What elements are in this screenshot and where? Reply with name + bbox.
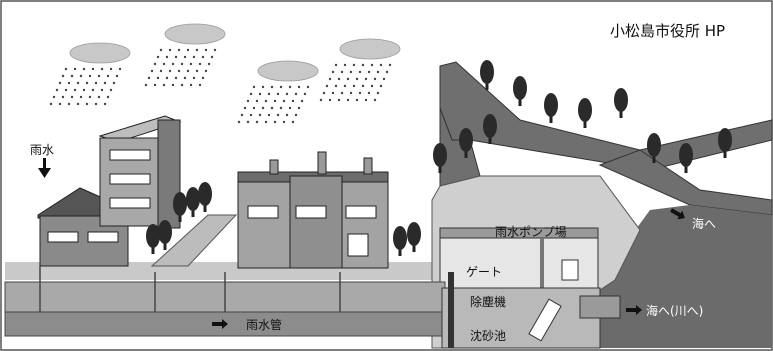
rain-icon [49, 48, 392, 124]
factory [237, 151, 389, 269]
pump-divider [540, 238, 544, 288]
to-sea-river-label: 海へ(川へ) [646, 303, 703, 318]
house [37, 187, 131, 267]
pipe-joints [39, 266, 341, 312]
arrow-down-icon [38, 158, 51, 178]
road-network [439, 61, 773, 216]
gate-label: ゲート [466, 265, 502, 279]
pump-machine [561, 259, 579, 281]
dust-remover-machine [528, 298, 562, 342]
apartment-building [98, 115, 182, 229]
pump-station-roof [439, 227, 599, 239]
pump-station-label: 雨水ポンプ場 [495, 225, 567, 239]
cloud-icon [69, 23, 401, 82]
outfall-pipe [579, 295, 621, 319]
grit-chamber-area [441, 287, 601, 349]
dust-remover-label: 除塵機 [470, 294, 506, 309]
to-sea-top-label: 海へ [692, 216, 716, 231]
credit-label: 小松島市役所 HP [610, 22, 725, 40]
gate-post [448, 272, 454, 348]
sea [600, 205, 772, 348]
road [150, 214, 238, 267]
rainwater-label: 雨水 [30, 143, 54, 157]
storm-sewer-label: 雨水管 [246, 317, 282, 332]
grit-chamber-label: 沈砂池 [470, 328, 506, 343]
